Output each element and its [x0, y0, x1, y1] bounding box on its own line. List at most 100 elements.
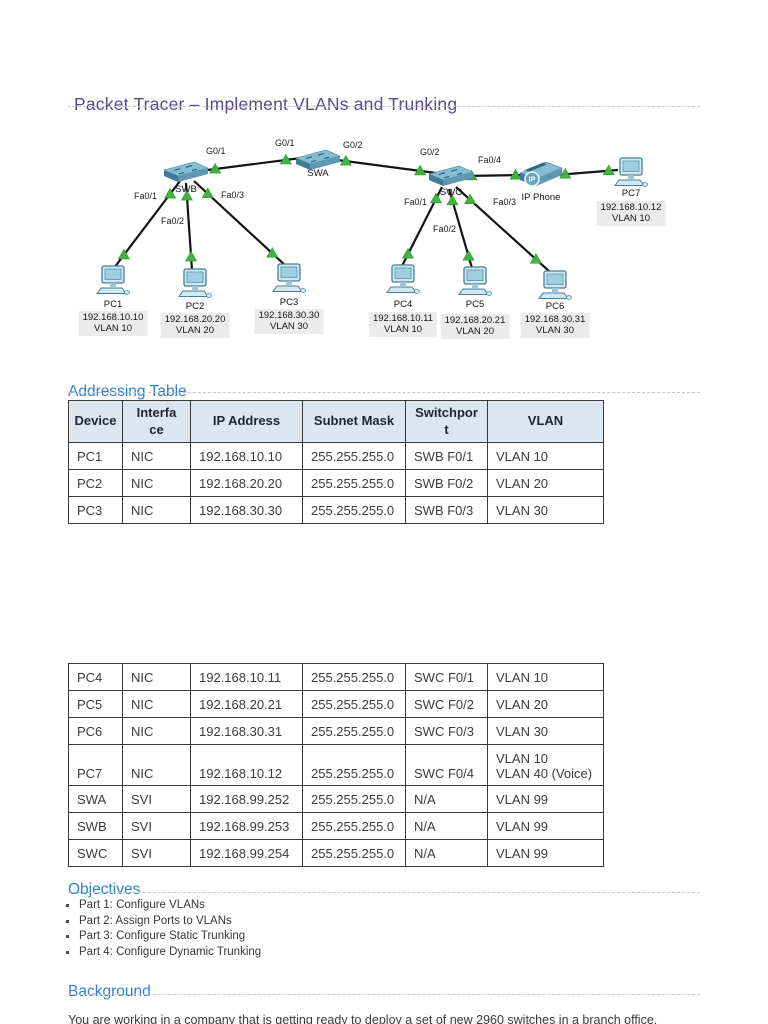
device-vlan-label: VLAN 10 [611, 213, 651, 225]
table-cell: 255.255.255.0 [302, 744, 406, 786]
device-node-pc2 [178, 268, 212, 305]
device-label: SWB [175, 184, 197, 195]
port-label: G0/1 [275, 138, 295, 148]
table-cell: 255.255.255.0 [302, 663, 406, 691]
device-node-pc4 [386, 264, 420, 301]
link-status-triangle-icon [429, 192, 443, 204]
link-status-triangle-icon [185, 250, 198, 262]
column-header: Interface [122, 400, 191, 443]
table-cell: NIC [122, 496, 191, 524]
link-status-triangle-icon [279, 153, 292, 165]
link-status-triangle-icon [602, 164, 615, 176]
table-cell: 255.255.255.0 [302, 469, 406, 497]
table-cell: NIC [122, 663, 191, 691]
link-status-triangle-icon [559, 168, 572, 179]
link-status-triangle-icon [117, 248, 130, 260]
link-status-triangle-icon [462, 250, 475, 261]
background-text: You are working in a company that is get… [68, 1012, 658, 1024]
objective-text: Part 2: Assign Ports to VLANs [79, 914, 232, 927]
bullet-icon [66, 935, 69, 939]
column-header: IP Address [190, 400, 303, 443]
objective-text: Part 3: Configure Static Trunking [79, 930, 246, 943]
heading-divider [68, 892, 700, 893]
table-cell: VLAN 20 [487, 469, 604, 497]
device-label: PC4 [393, 299, 413, 310]
table-cell: 192.168.99.254 [190, 839, 303, 867]
table-cell: NIC [122, 744, 191, 786]
table-cell: N/A [405, 839, 488, 867]
objective-item: Part 3: Configure Static Trunking [64, 930, 261, 942]
table-cell: VLAN 99 [487, 812, 604, 840]
port-label: Fa0/2 [433, 224, 457, 234]
device-node-ip-phone: IP [518, 158, 564, 197]
svg-text:IP: IP [528, 175, 535, 184]
link-status-triangle-icon [509, 169, 522, 180]
table-cell: SWC F0/4 [405, 744, 488, 786]
link-status-triangle-icon [209, 162, 222, 174]
table-cell: PC4 [68, 663, 123, 691]
device-label: SWC [439, 187, 463, 198]
table-cell: 192.168.30.31 [190, 717, 303, 745]
table-cell: 255.255.255.0 [302, 785, 406, 813]
port-label: Fa0/2 [161, 216, 185, 226]
table-cell: 192.168.20.21 [190, 690, 303, 718]
switch-icon [428, 165, 474, 186]
bullet-icon [66, 950, 69, 954]
table-cell: NIC [122, 690, 191, 718]
table-cell: NIC [122, 717, 191, 745]
port-label: G0/1 [206, 146, 226, 156]
title-divider [68, 106, 700, 107]
table-cell: 192.168.30.30 [190, 496, 303, 524]
table-cell: VLAN 99 [487, 785, 604, 813]
device-node-swb [163, 161, 209, 188]
port-label: G0/2 [420, 147, 440, 157]
objective-text: Part 4: Configure Dynamic Trunking [79, 945, 262, 958]
device-node-pc3 [272, 263, 306, 300]
port-label: Fa0/4 [478, 155, 502, 165]
bullet-icon [66, 904, 69, 907]
table-cell: VLAN 30 [487, 717, 604, 745]
topology-links-layer [113, 153, 619, 273]
device-label: PC3 [279, 297, 299, 308]
device-label: PC6 [545, 301, 565, 312]
port-label: Fa0/1 [134, 191, 158, 201]
table-cell: 192.168.20.20 [190, 469, 303, 497]
switch-icon [295, 149, 341, 170]
table-cell: 192.168.10.10 [190, 442, 303, 470]
link-status-triangle-icon [339, 155, 352, 166]
table-cell: SVI [122, 812, 191, 840]
pc-icon [538, 270, 572, 300]
device-label: SWA [307, 168, 329, 179]
column-header: Device [68, 400, 123, 443]
link-status-triangle-icon [414, 164, 427, 176]
table-cell: 192.168.99.252 [190, 785, 303, 813]
link-status-triangle-icon [446, 194, 459, 206]
pc-icon [458, 266, 492, 296]
table-cell: 192.168.99.253 [190, 812, 303, 840]
table-cell: 255.255.255.0 [302, 812, 406, 840]
device-node-pc1 [96, 265, 130, 302]
table-cell: SWC F0/1 [405, 663, 488, 691]
table-cell: 192.168.10.11 [190, 663, 303, 691]
column-header: Subnet Mask [302, 400, 406, 443]
table-cell: 255.255.255.0 [302, 442, 406, 470]
device-label: PC5 [465, 299, 485, 310]
device-ip-label: 192.168.20.20 [164, 314, 226, 325]
